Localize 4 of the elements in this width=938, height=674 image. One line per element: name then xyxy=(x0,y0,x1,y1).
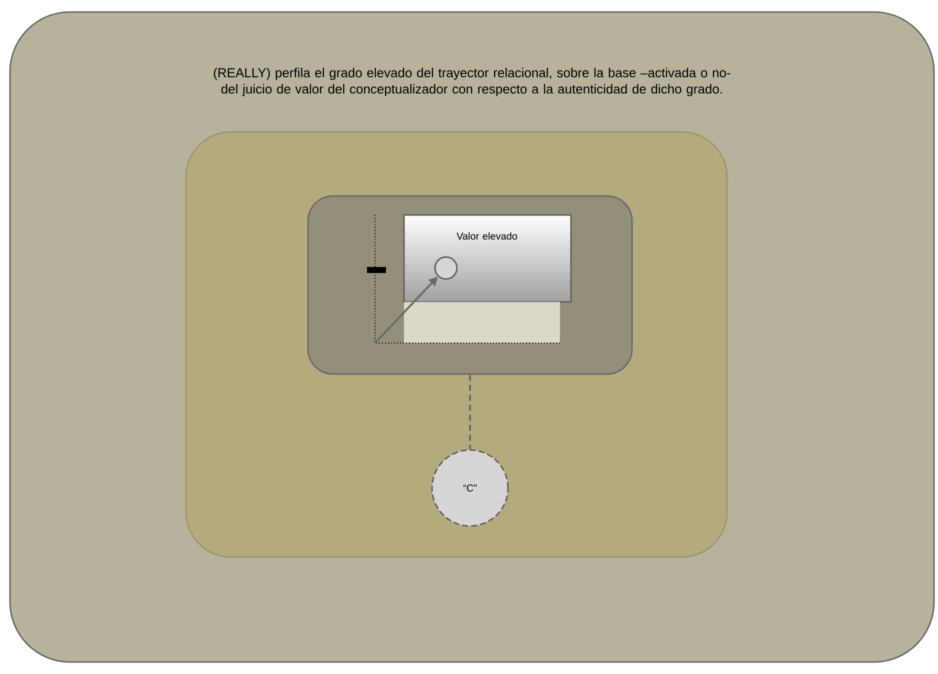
axes-drawing xyxy=(367,214,560,344)
dashed-connector xyxy=(469,374,471,450)
point-circle xyxy=(434,256,458,280)
value-box: Valor elevado xyxy=(403,214,572,303)
